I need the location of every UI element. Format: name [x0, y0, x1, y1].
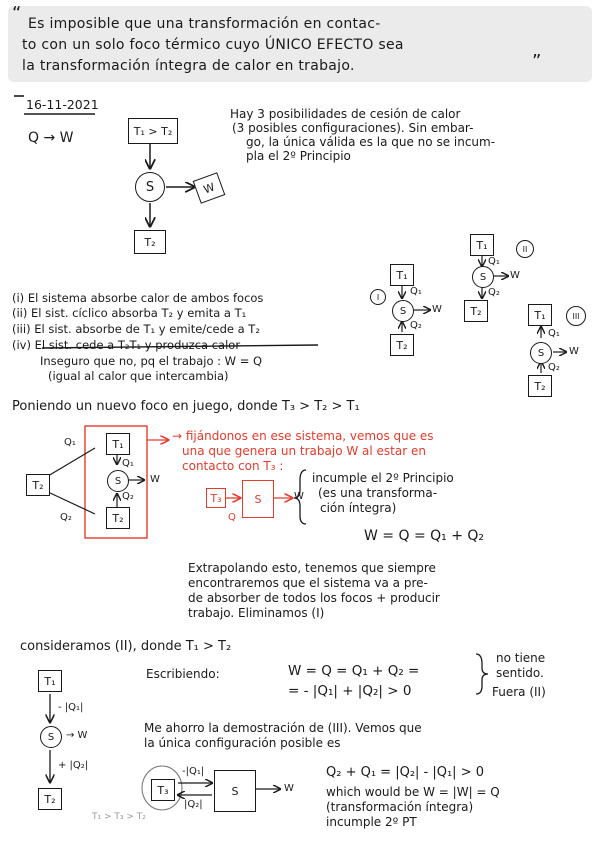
c3-t3-box: T₃ — [151, 779, 175, 801]
c2-writing: Escribiendo: — [146, 667, 220, 681]
nf-t1-box: T₁ — [106, 433, 130, 455]
case-i-w: W — [432, 304, 442, 315]
quote-close-mark: ” — [532, 51, 542, 72]
case-iii-w: W — [569, 346, 579, 357]
nf-t3-box: T₃ — [206, 488, 226, 508]
nf-q1-inner: Q₁ — [122, 458, 134, 469]
c3-s-box: S — [214, 770, 256, 812]
intro-line-3: go, la única válida es la que no se incu… — [246, 135, 496, 149]
c2-no-sense-1: no tiene — [496, 651, 546, 665]
t2-box: T₂ — [134, 230, 166, 254]
c3-w-line-2: (transformación íntegra) — [326, 800, 474, 814]
case-iv-text: (iv) El sist. cede a T₂T₁ y produzca cal… — [12, 338, 241, 352]
nf-incumple-1: incumple el 2º Principio — [312, 471, 454, 485]
nf-incumple-2: (es una transforma- — [318, 486, 438, 500]
nf-q-label: Q — [228, 512, 236, 523]
case-iii-t2: T₂ — [528, 375, 552, 397]
c3-line-2: la única configuración posible es — [144, 736, 341, 750]
nf-t2-outer: T₂ — [26, 474, 50, 496]
extrap-line-1: Extrapolando esto, tenemos que siempre — [188, 561, 436, 575]
case-i-s: S — [392, 300, 414, 322]
case-i-label: I — [370, 289, 386, 305]
c2-no-sense-2: sentido. — [496, 666, 544, 680]
case-ii-q1: Q₁ — [488, 256, 500, 267]
nf-t2-box: T₂ — [106, 507, 130, 529]
nf-incumple-3: ción íntegra) — [320, 501, 397, 515]
c2-eq-2: = - |Q₁| + |Q₂| > 0 — [288, 683, 412, 699]
case-ii-text: (ii) El sist. cíclico absorba T₂ y emita… — [12, 306, 247, 320]
case-i-q2: Q₂ — [410, 320, 422, 331]
case-iv-note-2: (igual al calor que intercambia) — [48, 369, 229, 383]
case-ii-q2: Q₂ — [488, 287, 500, 298]
extrap-line-2: encontraremos que el sistema va a pre- — [188, 576, 428, 590]
case-iii-label: III — [566, 306, 586, 326]
nf-equation: W = Q = Q₁ + Q₂ — [364, 528, 485, 544]
intro-line-1: Hay 3 posibilidades de cesión de calor — [230, 107, 461, 121]
new-focus-red-3: contacto con T₃ : — [182, 459, 284, 473]
case-iii-t1: T₁ — [528, 304, 552, 326]
nf-brace-w: W — [294, 491, 304, 502]
case-i-t2: T₂ — [390, 334, 414, 356]
new-focus-title: Poniendo un nuevo foco en juego, donde T… — [12, 399, 360, 414]
c2-fuera: Fuera (II) — [492, 685, 546, 699]
case-iii-text: (iii) El sist. absorbe de T₁ y emite/ced… — [12, 322, 260, 336]
nf-s-circle: S — [107, 470, 129, 492]
c3-temp-order: T₁ > T₃ > T₂ — [92, 812, 146, 822]
nf-q2-outer: Q₂ — [60, 512, 72, 523]
case-iii-q1: Q₁ — [548, 328, 560, 339]
q-to-w: Q → W — [28, 130, 74, 146]
intro-line-4: pla el 2º Principio — [246, 149, 351, 163]
quote-box — [8, 6, 592, 82]
c2-s-circle: S — [40, 726, 62, 748]
intro-line-2: (3 posibles configuraciones). Sin embar- — [232, 121, 474, 135]
c3-line-1: Me ahorro la demostración de (III). Vemo… — [144, 721, 422, 735]
c3-w-line-1: which would be W = |W| = Q — [326, 785, 500, 799]
nf-q2-inner: Q₂ — [122, 491, 134, 502]
c2-q1-label: - |Q₁| — [58, 702, 84, 713]
quote-line-2: to con un solo foco térmico cuyo ÚNICO E… — [22, 37, 404, 53]
t1-gt-t2-box: T₁ > T₂ — [128, 118, 178, 144]
system-circle: S — [135, 172, 165, 202]
c2-eq-1: W = Q = Q₁ + Q₂ = — [288, 663, 420, 679]
quote-line-3: la transformación íntegra de calor en tr… — [22, 58, 355, 74]
c3-w-line-3: incumple 2º PT — [326, 815, 417, 829]
extrap-line-3: de absorber de todos los focos + produci… — [188, 591, 440, 605]
date-label: 16-11-2021 — [26, 97, 99, 112]
nf-q1-outer: Q₁ — [64, 437, 76, 448]
case-i-q1: Q₁ — [410, 286, 422, 297]
case-ii-w: W — [510, 270, 520, 281]
c3-w: W — [284, 783, 294, 794]
case-iv-note-1: Inseguro que no, pq el trabajo : W = Q — [40, 354, 263, 368]
c2-w: → W — [66, 730, 88, 741]
quote-line-1: Es imposible que una transformación en c… — [28, 16, 381, 32]
nf-w-inner: W — [150, 474, 160, 485]
case-ii-s: S — [472, 266, 494, 288]
c2-t1-box: T₁ — [38, 670, 62, 692]
new-focus-red-1: → fijándonos en ese sistema, vemos que e… — [172, 429, 434, 443]
c2-t2-box: T₂ — [38, 788, 62, 810]
case-ii-title: consideramos (II), donde T₁ > T₂ — [20, 639, 232, 654]
nf-s-box: S — [242, 480, 274, 518]
c3-q2: |Q₂| — [184, 799, 203, 810]
case-i-text: (i) El sistema absorbe calor de ambos fo… — [12, 291, 264, 305]
c2-q2-label: + |Q₂| — [58, 760, 89, 771]
c3-q1: -|Q₁| — [182, 766, 205, 777]
case-ii-label: II — [516, 240, 534, 258]
case-ii-t2: T₂ — [464, 300, 488, 322]
case-ii-t1: T₁ — [470, 234, 494, 256]
case-i-t1: T₁ — [390, 264, 414, 286]
quote-open-mark: “ — [12, 3, 22, 24]
case-iii-q2: Q₂ — [548, 362, 560, 373]
extrap-line-4: trabajo. Eliminamos (I) — [188, 606, 325, 620]
new-focus-red-2: una que genera un trabajo W al estar en — [182, 444, 426, 458]
case-iii-s: S — [530, 342, 552, 364]
c3-eq: Q₂ + Q₁ = |Q₂| - |Q₁| > 0 — [326, 765, 484, 780]
